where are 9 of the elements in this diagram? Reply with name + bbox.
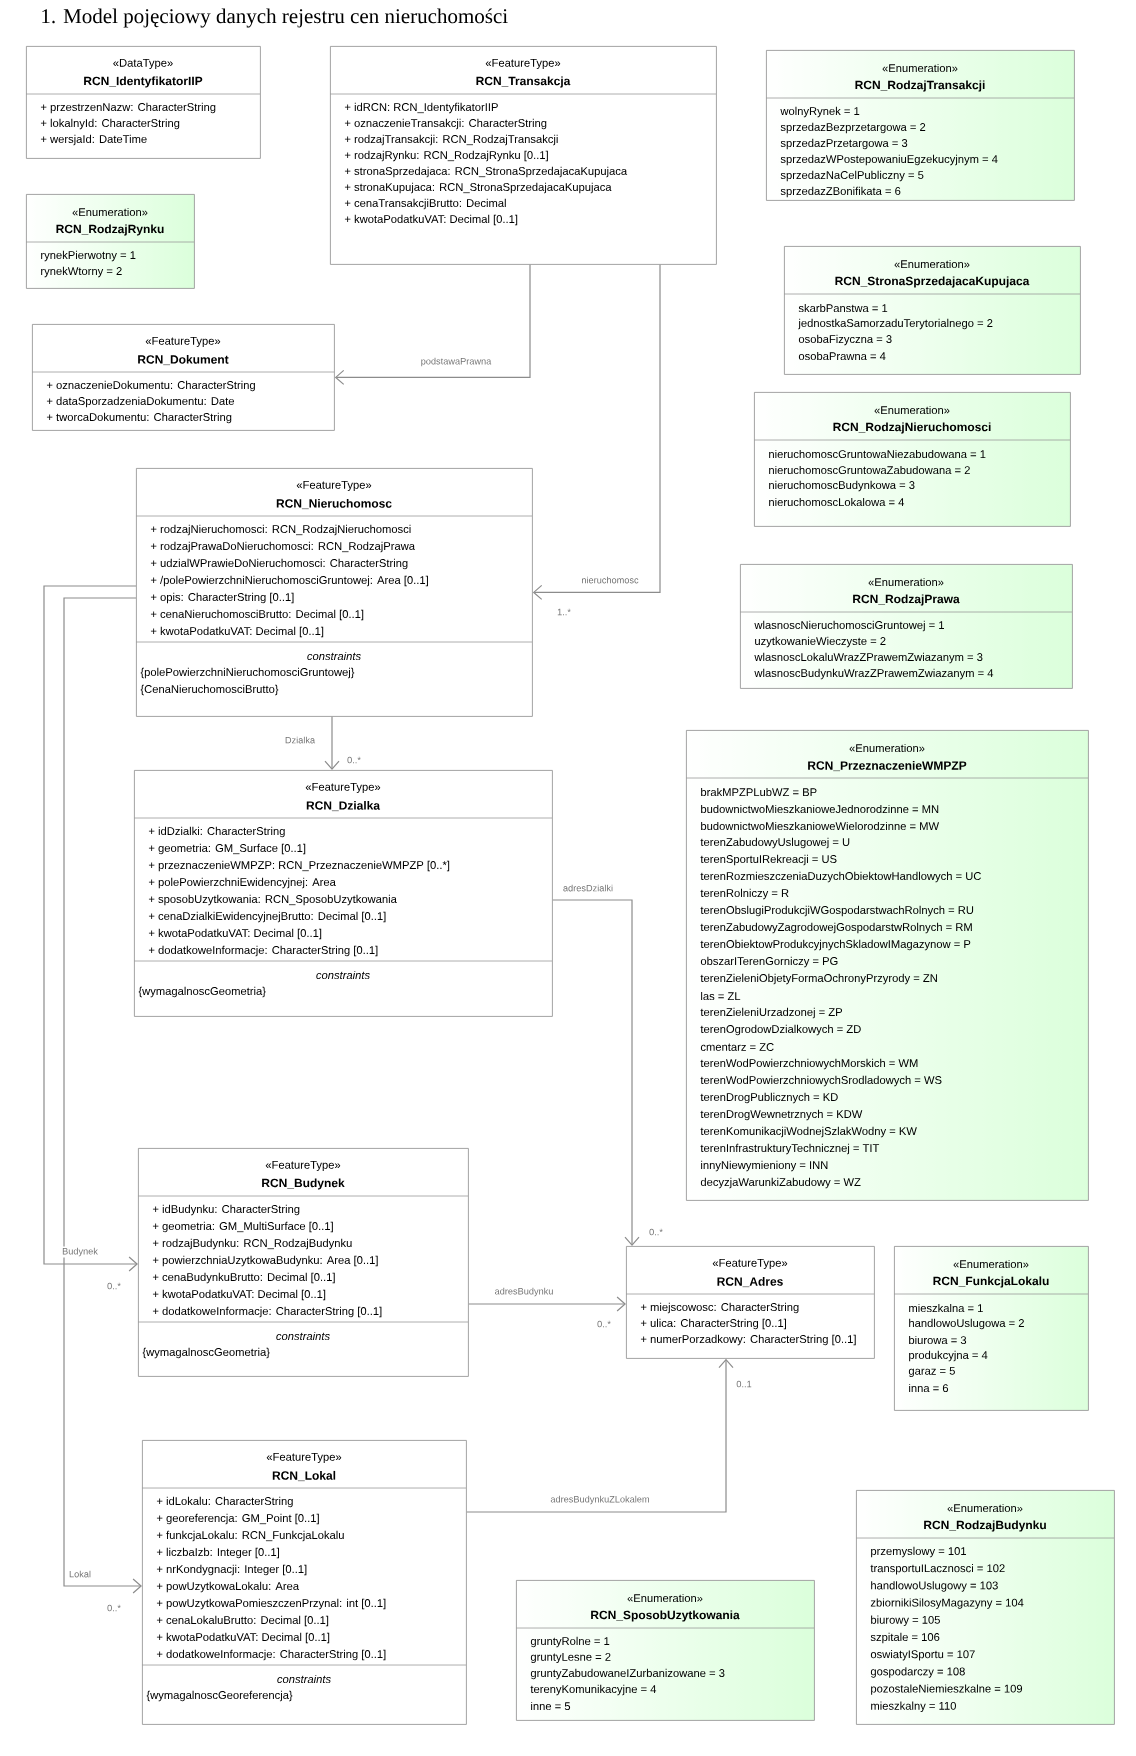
association-arrow xyxy=(552,899,640,1246)
association-arrow xyxy=(468,1296,626,1312)
association-arrow xyxy=(324,716,340,770)
association-arrow xyxy=(63,597,142,1594)
association-arrow xyxy=(532,264,661,600)
association-arrow xyxy=(43,585,138,1272)
title: 1. Model pojęciowy danych rejestru cen nieruchomości xyxy=(42,8,508,28)
association-arrow xyxy=(334,264,531,385)
association-arrow xyxy=(466,1358,734,1513)
